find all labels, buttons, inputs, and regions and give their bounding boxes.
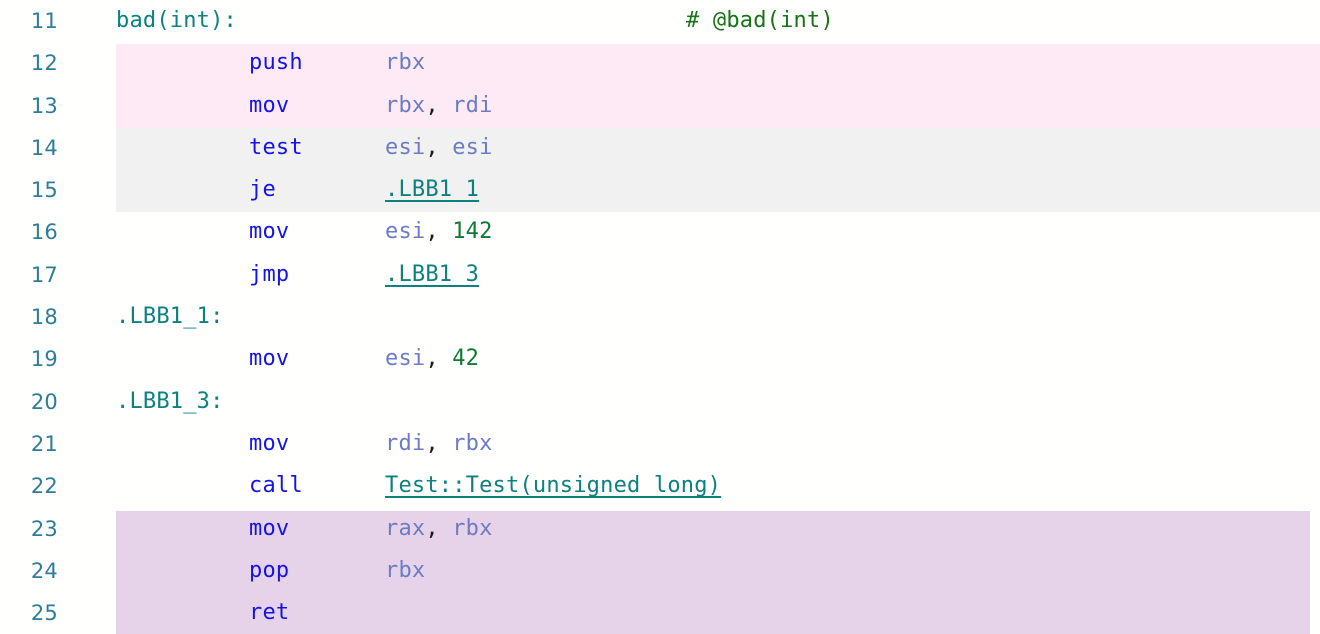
line-number: 25: [30, 601, 58, 626]
register-token: esi: [385, 346, 426, 372]
mnemonic-token: mov: [249, 92, 290, 118]
line-number: 11: [30, 9, 58, 33]
code-line[interactable]: 24 pop rbx: [0, 550, 1320, 592]
line-number: 21: [30, 431, 58, 456]
register-token: rbx: [385, 92, 426, 118]
punctuation-token: ,: [425, 92, 439, 118]
code-line[interactable]: 11 bad(int): # @bad(int): [0, 0, 1320, 42]
code-line[interactable]: 20 .LBB1_3:: [0, 381, 1320, 423]
code-line[interactable]: 21 mov rdi, rbx: [0, 423, 1320, 465]
comment-token: # @bad(int): [686, 8, 834, 33]
symbol-link[interactable]: Test::Test(unsigned long): [385, 473, 722, 499]
line-number: 24: [30, 558, 58, 583]
register-token: esi: [385, 134, 426, 160]
line-number: 12: [30, 51, 58, 76]
mnemonic-token: mov: [249, 430, 290, 456]
code-text: call Test::Test(unsigned long): [116, 465, 1320, 507]
line-number: 22: [30, 474, 58, 499]
code-line[interactable]: 18 .LBB1_1:: [0, 296, 1320, 338]
code-text: mov rdi, rbx: [116, 423, 1320, 465]
mnemonic-token: mov: [249, 346, 290, 372]
code-line[interactable]: 14 test esi, esi: [0, 127, 1320, 169]
code-line[interactable]: 23 mov rax, rbx: [0, 508, 1320, 550]
line-number: 17: [30, 262, 58, 287]
number-token: 42: [438, 346, 480, 372]
highlight-band-pink: [116, 44, 1320, 128]
punctuation-token: ,: [425, 134, 439, 160]
code-line[interactable]: 22 call Test::Test(unsigned long): [0, 465, 1320, 507]
line-number: 16: [30, 220, 58, 245]
line-number: 23: [30, 516, 58, 541]
highlight-band-gray: [116, 128, 1320, 212]
mnemonic-token: je: [249, 177, 276, 203]
code-text: bad(int):: [116, 0, 1320, 42]
highlight-band-purple: [116, 511, 1310, 634]
code-text: test esi, esi: [116, 127, 1320, 169]
code-line[interactable]: 13 mov rbx, rdi: [0, 85, 1320, 127]
register-token: rax: [385, 515, 426, 541]
code-line[interactable]: 25 ret: [0, 592, 1320, 634]
register-token: rdi: [438, 92, 493, 118]
mnemonic-token: ret: [249, 600, 290, 626]
code-text: je .LBB1_1: [116, 169, 1320, 211]
code-text: mov rax, rbx: [116, 508, 1320, 550]
code-text: pop rbx: [116, 550, 1320, 592]
code-text: ret: [116, 592, 1320, 634]
code-text: .LBB1_1:: [116, 296, 1320, 338]
register-token: rdi: [385, 430, 426, 456]
register-token: esi: [438, 134, 493, 160]
symbol-link[interactable]: .LBB1_1: [385, 177, 480, 203]
code-text: jmp .LBB1_3: [116, 254, 1320, 296]
code-text: mov esi, 42: [116, 338, 1320, 380]
mnemonic-token: mov: [249, 219, 290, 245]
line-number: 14: [30, 135, 58, 160]
code-line[interactable]: 12 push rbx: [0, 42, 1320, 84]
code-text: push rbx: [116, 42, 1320, 84]
line-number: 15: [30, 178, 58, 203]
code-line[interactable]: 16 mov esi, 142: [0, 211, 1320, 253]
mnemonic-token: mov: [249, 515, 290, 541]
register-token: rbx: [385, 557, 426, 583]
mnemonic-token: call: [249, 473, 303, 499]
label-token: .LBB1_3:: [116, 388, 224, 414]
label-token: bad(int):: [116, 8, 238, 33]
line-number: 18: [30, 305, 58, 330]
code-text: mov rbx, rdi: [116, 85, 1320, 127]
line-number: 13: [30, 93, 58, 118]
register-token: esi: [385, 219, 426, 245]
code-line[interactable]: 15 je .LBB1_1: [0, 169, 1320, 211]
register-token: rbx: [385, 50, 426, 76]
punctuation-token: ,: [425, 219, 439, 245]
line-number: 20: [30, 389, 58, 414]
line-number: 19: [30, 347, 58, 372]
register-token: rbx: [438, 515, 493, 541]
code-line[interactable]: 19 mov esi, 42: [0, 338, 1320, 380]
symbol-link[interactable]: .LBB1_3: [385, 261, 480, 287]
label-token: .LBB1_1:: [116, 304, 224, 330]
code-text: .LBB1_3:: [116, 381, 1320, 423]
mnemonic-token: jmp: [249, 261, 290, 287]
mnemonic-token: test: [249, 134, 303, 160]
mnemonic-token: pop: [249, 557, 290, 583]
number-token: 142: [438, 219, 493, 245]
code-line[interactable]: 17 jmp .LBB1_3: [0, 254, 1320, 296]
punctuation-token: ,: [425, 515, 439, 541]
code-text: mov esi, 142: [116, 211, 1320, 253]
register-token: rbx: [438, 430, 493, 456]
punctuation-token: ,: [425, 346, 439, 372]
punctuation-token: ,: [425, 430, 439, 456]
mnemonic-token: push: [249, 50, 303, 76]
